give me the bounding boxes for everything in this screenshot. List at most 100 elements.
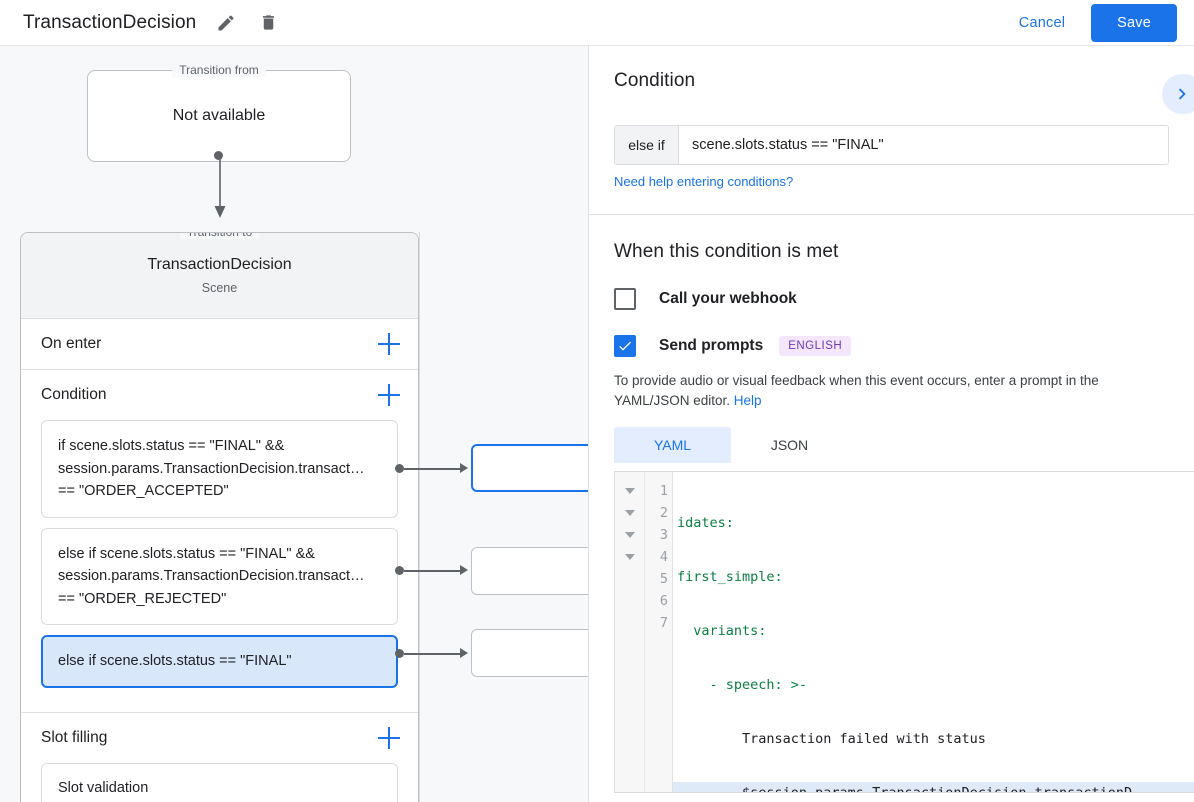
condition-anchor-dot: [395, 464, 404, 473]
condition-line: if scene.slots.status == "FINAL" &&: [58, 438, 285, 454]
pencil-icon[interactable]: [214, 11, 238, 35]
condition-connector-line: [404, 653, 462, 655]
canvas-guide-line: [419, 232, 420, 802]
cancel-button[interactable]: Cancel: [1007, 7, 1077, 39]
condition-expression-input[interactable]: [679, 126, 1168, 164]
panel-actions-section: When this condition is met Call your web…: [589, 215, 1194, 793]
condition-line: == "ORDER_ACCEPTED": [58, 483, 229, 499]
section-title-slot-filling: Slot filling: [41, 728, 108, 746]
tab-yaml[interactable]: YAML: [614, 427, 731, 463]
page-title: TransactionDecision: [23, 11, 197, 33]
condition-line: session.params.TransactionDecision.trans…: [58, 568, 365, 584]
line-number: 5: [659, 571, 668, 587]
editor-code-area[interactable]: idates: first_simple: variants: - speech…: [673, 472, 1194, 792]
fold-toggle[interactable]: [615, 524, 644, 546]
call-webhook-checkbox[interactable]: [614, 288, 636, 310]
condition-help-link[interactable]: Need help entering conditions?: [614, 174, 794, 189]
code-line: first_simple:: [677, 569, 783, 585]
editor-fold-gutter: [615, 472, 645, 792]
scene-header: TransactionDecision Scene: [21, 233, 418, 319]
fold-spacer: [615, 568, 644, 590]
condition-list-item[interactable]: if scene.slots.status == "FINAL" && sess…: [41, 420, 398, 518]
condition-line: else if scene.slots.status == "FINAL" &&: [58, 545, 315, 562]
transition-target-stub[interactable]: [471, 629, 588, 677]
transition-target-stub[interactable]: [471, 547, 588, 595]
add-on-enter-icon[interactable]: [378, 333, 400, 355]
transition-from-legend: Transition from: [172, 63, 266, 77]
code-line: - speech: >-: [677, 677, 808, 693]
when-condition-met-heading: When this condition is met: [614, 241, 839, 262]
add-slot-filling-icon[interactable]: [378, 726, 400, 749]
condition-connector-line: [404, 468, 462, 470]
condition-anchor-dot: [395, 649, 404, 658]
send-prompts-checkbox[interactable]: [614, 335, 636, 357]
transition-from-value: Not available: [172, 107, 266, 124]
panel-heading: Condition: [614, 70, 696, 91]
transition-target-stub-selected[interactable]: [471, 444, 588, 492]
section-header-on-enter: On enter: [21, 319, 418, 369]
line-number: 1: [659, 483, 668, 499]
scene-name: TransactionDecision: [147, 256, 292, 273]
condition-prefix-label: else if: [615, 126, 679, 164]
prompts-hint-text: To provide audio or visual feedback when…: [614, 371, 1169, 411]
chevron-right-icon[interactable]: [1162, 74, 1194, 114]
line-number: 6: [659, 593, 668, 609]
slot-validation-item[interactable]: Slot validation: [41, 762, 398, 802]
scene-card: Transition to TransactionDecision Scene …: [20, 232, 419, 802]
fold-toggle[interactable]: [615, 480, 644, 502]
transition-to-legend: Transition to: [179, 233, 260, 239]
transition-from-anchor-dot: [214, 151, 223, 160]
section-slot-filling: Slot filling Slot validation: [21, 713, 418, 802]
fold-toggle[interactable]: [615, 502, 644, 524]
add-condition-icon[interactable]: [378, 384, 400, 406]
condition-connector-line: [404, 570, 462, 572]
code-line: idates:: [677, 515, 734, 531]
line-number: 7: [659, 615, 668, 631]
code-line: variants:: [677, 623, 767, 639]
condition-connector-arrow: [460, 565, 468, 575]
fold-spacer: [615, 612, 644, 634]
language-badge: ENGLISH: [779, 336, 852, 356]
webhook-row: Call your webhook: [614, 288, 1194, 310]
condition-line: == "ORDER_REJECTED": [58, 590, 227, 607]
condition-anchor-dot: [395, 566, 404, 575]
section-title-on-enter: On enter: [41, 335, 102, 352]
yaml-editor[interactable]: 1 2 3 4 5 6 7 idates: first_simple: vari…: [614, 471, 1194, 793]
section-header-condition: Condition: [21, 370, 418, 420]
tab-json[interactable]: JSON: [770, 437, 809, 453]
condition-list-item[interactable]: else if scene.slots.status == "FINAL" &&…: [41, 527, 398, 625]
editor-format-tabs: YAML JSON: [614, 427, 1194, 463]
condition-list-item-selected[interactable]: else if scene.slots.status == "FINAL": [41, 635, 398, 688]
fold-spacer: [615, 590, 644, 612]
section-header-slot-filling: Slot filling: [21, 713, 418, 763]
condition-line: session.params.TransactionDecision.trans…: [58, 460, 365, 477]
section-condition: Condition if scene.slots.status == "FINA…: [21, 370, 418, 713]
fold-toggle[interactable]: [615, 546, 644, 568]
trash-icon[interactable]: [256, 11, 280, 35]
section-title-condition: Condition: [41, 386, 107, 403]
condition-detail-panel: Condition else if Need help entering con…: [588, 46, 1194, 802]
code-line-active: $session.params.TransactionDecision.tran…: [673, 782, 1194, 792]
panel-condition-section: Condition else if Need help entering con…: [589, 46, 1194, 215]
editor-line-numbers: 1 2 3 4 5 6 7: [645, 472, 673, 792]
call-webhook-label: Call your webhook: [659, 290, 797, 307]
save-button[interactable]: Save: [1091, 3, 1177, 42]
scene-type: Scene: [201, 281, 238, 295]
send-prompts-label: Send prompts: [659, 337, 764, 354]
condition-input-row: else if: [614, 125, 1169, 165]
top-bar: TransactionDecision Cancel Save: [0, 0, 1194, 46]
send-prompts-row: Send prompts ENGLISH: [614, 335, 1194, 357]
line-number: 4: [659, 549, 668, 565]
section-on-enter: On enter: [21, 319, 418, 370]
flow-canvas: Transition from Not available Transition…: [0, 46, 588, 802]
prompts-hint-body: To provide audio or visual feedback when…: [614, 373, 1099, 408]
condition-connector-arrow: [460, 648, 468, 658]
condition-line: else if scene.slots.status == "FINAL": [58, 653, 292, 669]
line-number: 2: [659, 505, 668, 521]
prompts-help-link[interactable]: Help: [733, 393, 762, 408]
transition-arrow: [213, 154, 227, 220]
transition-from-card: Transition from Not available: [87, 63, 351, 162]
code-line: Transaction failed with status: [677, 731, 986, 747]
line-number: 3: [659, 527, 668, 543]
